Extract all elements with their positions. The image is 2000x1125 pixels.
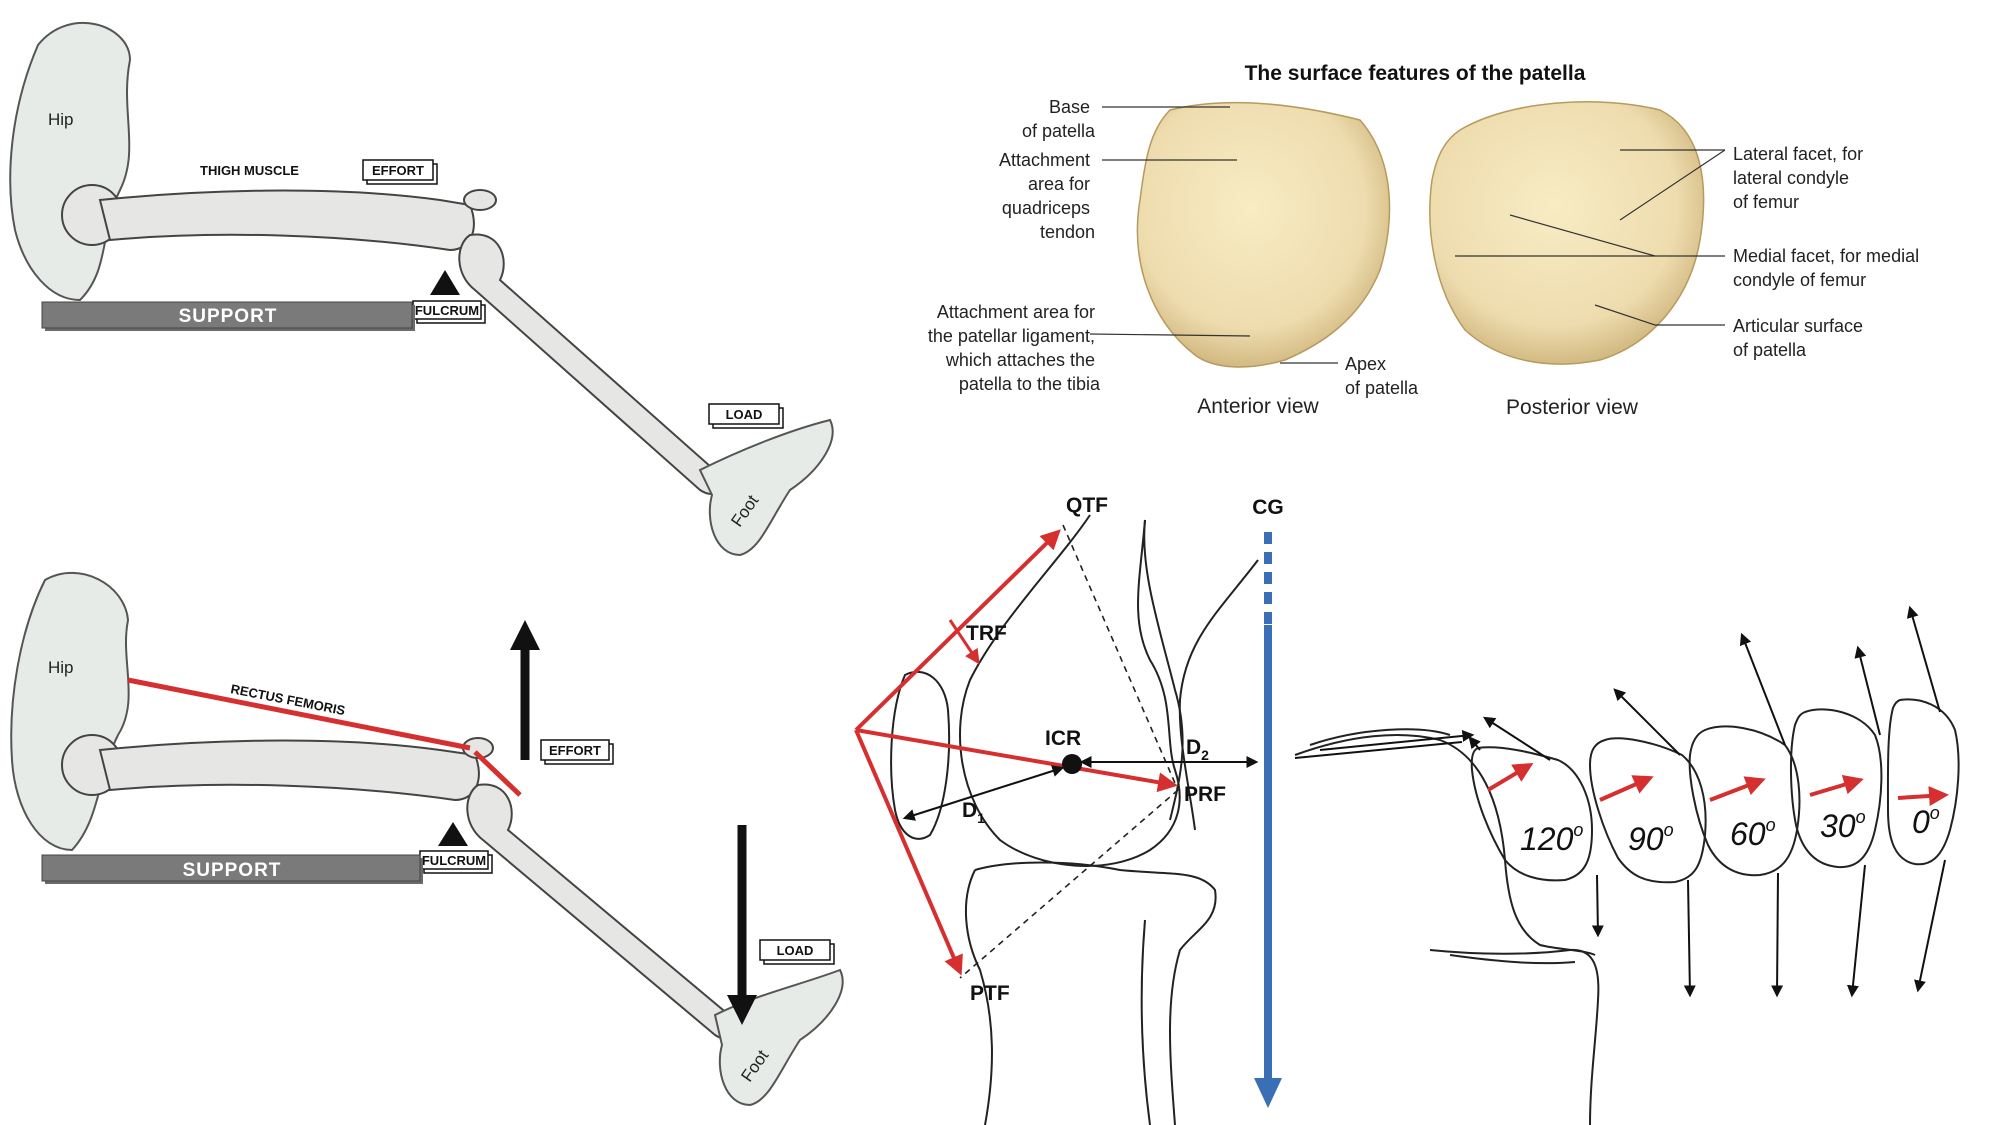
knee-force-diagram: CG QTF TRF ICR D2 PRF D1 PTF: [856, 494, 1284, 1125]
angle-label-90: 90o: [1628, 820, 1674, 857]
lever-diagram-bottom: Hip Foot RECTUS FEMORIS EFFORT FULCRUM S…: [11, 573, 842, 1105]
foot-shape: [715, 970, 843, 1105]
hip-label: Hip: [48, 658, 74, 677]
label-apex-of-patella: Apex of patella: [1345, 354, 1419, 398]
tibia-outline: [975, 863, 1216, 1125]
load-box: LOAD: [760, 940, 834, 964]
load-label: LOAD: [726, 407, 763, 422]
angle-label-0: 0o: [1912, 803, 1940, 840]
angle-label-60: 60o: [1730, 815, 1776, 852]
tibia-outline-right-2: [1450, 955, 1575, 963]
hip-label: Hip: [48, 110, 74, 129]
tibia-outline-right: [1430, 950, 1598, 1125]
effort-box: EFFORT: [363, 160, 437, 184]
patella-surface-figure: The surface features of the patella Base…: [928, 62, 1924, 419]
fibula-outline: [1142, 920, 1150, 1125]
patella-90-outline: [1590, 738, 1706, 882]
pelvis-shape: [11, 573, 128, 850]
posterior-view-caption: Posterior view: [1506, 396, 1639, 419]
femur-shaft: [100, 741, 479, 800]
label-quadriceps-attachment: Attachment area for quadriceps tendon: [999, 150, 1095, 242]
pelvis-shape: [10, 23, 130, 300]
rectus-femoris-line: [128, 680, 470, 748]
ptf-label: PTF: [970, 982, 1010, 1005]
flexion-angle-diagram: 120o 90o 60o 30o 0o: [1295, 608, 1959, 1125]
foot-shape: [700, 420, 833, 555]
tibia-shape: [459, 234, 723, 494]
label-patellar-ligament-attachment: Attachment area for the patellar ligamen…: [928, 302, 1101, 394]
fulcrum-label: FULCRUM: [422, 853, 486, 868]
patella-title: The surface features of the patella: [1245, 62, 1586, 85]
anterior-patella-image: [1137, 103, 1389, 367]
load-box: LOAD: [709, 404, 783, 428]
label-medial-facet: Medial facet, for medial condyle of femu…: [1733, 246, 1924, 290]
cg-label: CG: [1252, 496, 1284, 519]
thigh-muscle-label: THIGH MUSCLE: [200, 163, 299, 178]
cg-arrow-head: [1254, 1078, 1282, 1108]
patella-60-outline: [1690, 726, 1800, 875]
angle-label-30: 30o: [1820, 807, 1866, 844]
label-articular-surface: Articular surface of patella: [1733, 316, 1868, 360]
effort-label: EFFORT: [549, 743, 601, 758]
trf-label: TRF: [966, 622, 1007, 645]
anterior-view-caption: Anterior view: [1197, 395, 1319, 418]
prf-vector: [856, 730, 1174, 785]
fulcrum-box: FULCRUM: [413, 301, 485, 323]
patella-120-outline: [1472, 747, 1592, 880]
fulcrum-label: FULCRUM: [415, 303, 479, 318]
label-base-of-patella: Base of patella: [1022, 97, 1096, 141]
support-label: SUPPORT: [179, 306, 278, 327]
support-label: SUPPORT: [183, 860, 282, 881]
tibia-shape: [467, 784, 738, 1039]
icr-point: [1062, 754, 1082, 774]
prf-label: PRF: [1184, 783, 1226, 806]
fulcrum-triangle: [430, 270, 460, 295]
angle-label-120: 120o: [1520, 820, 1583, 857]
effort-label: EFFORT: [372, 163, 424, 178]
d1-label: D1: [962, 799, 985, 826]
qtf-label: QTF: [1066, 494, 1108, 517]
d2-label: D2: [1186, 736, 1209, 763]
lever-diagram-top: Hip Foot THIGH MUSCLE EFFORT FULCRUM SUP…: [10, 23, 832, 555]
label-lateral-facet: Lateral facet, for lateral condyle of fe…: [1733, 144, 1868, 212]
effort-arrow-head: [510, 620, 540, 650]
femur-shaft: [100, 191, 474, 250]
load-label: LOAD: [777, 943, 814, 958]
effort-box: EFFORT: [541, 740, 613, 764]
fulcrum-triangle: [438, 822, 468, 846]
ptf-vector: [856, 730, 960, 972]
icr-label: ICR: [1045, 727, 1081, 750]
fulcrum-box: FULCRUM: [420, 851, 492, 873]
patella-shape: [464, 190, 496, 210]
